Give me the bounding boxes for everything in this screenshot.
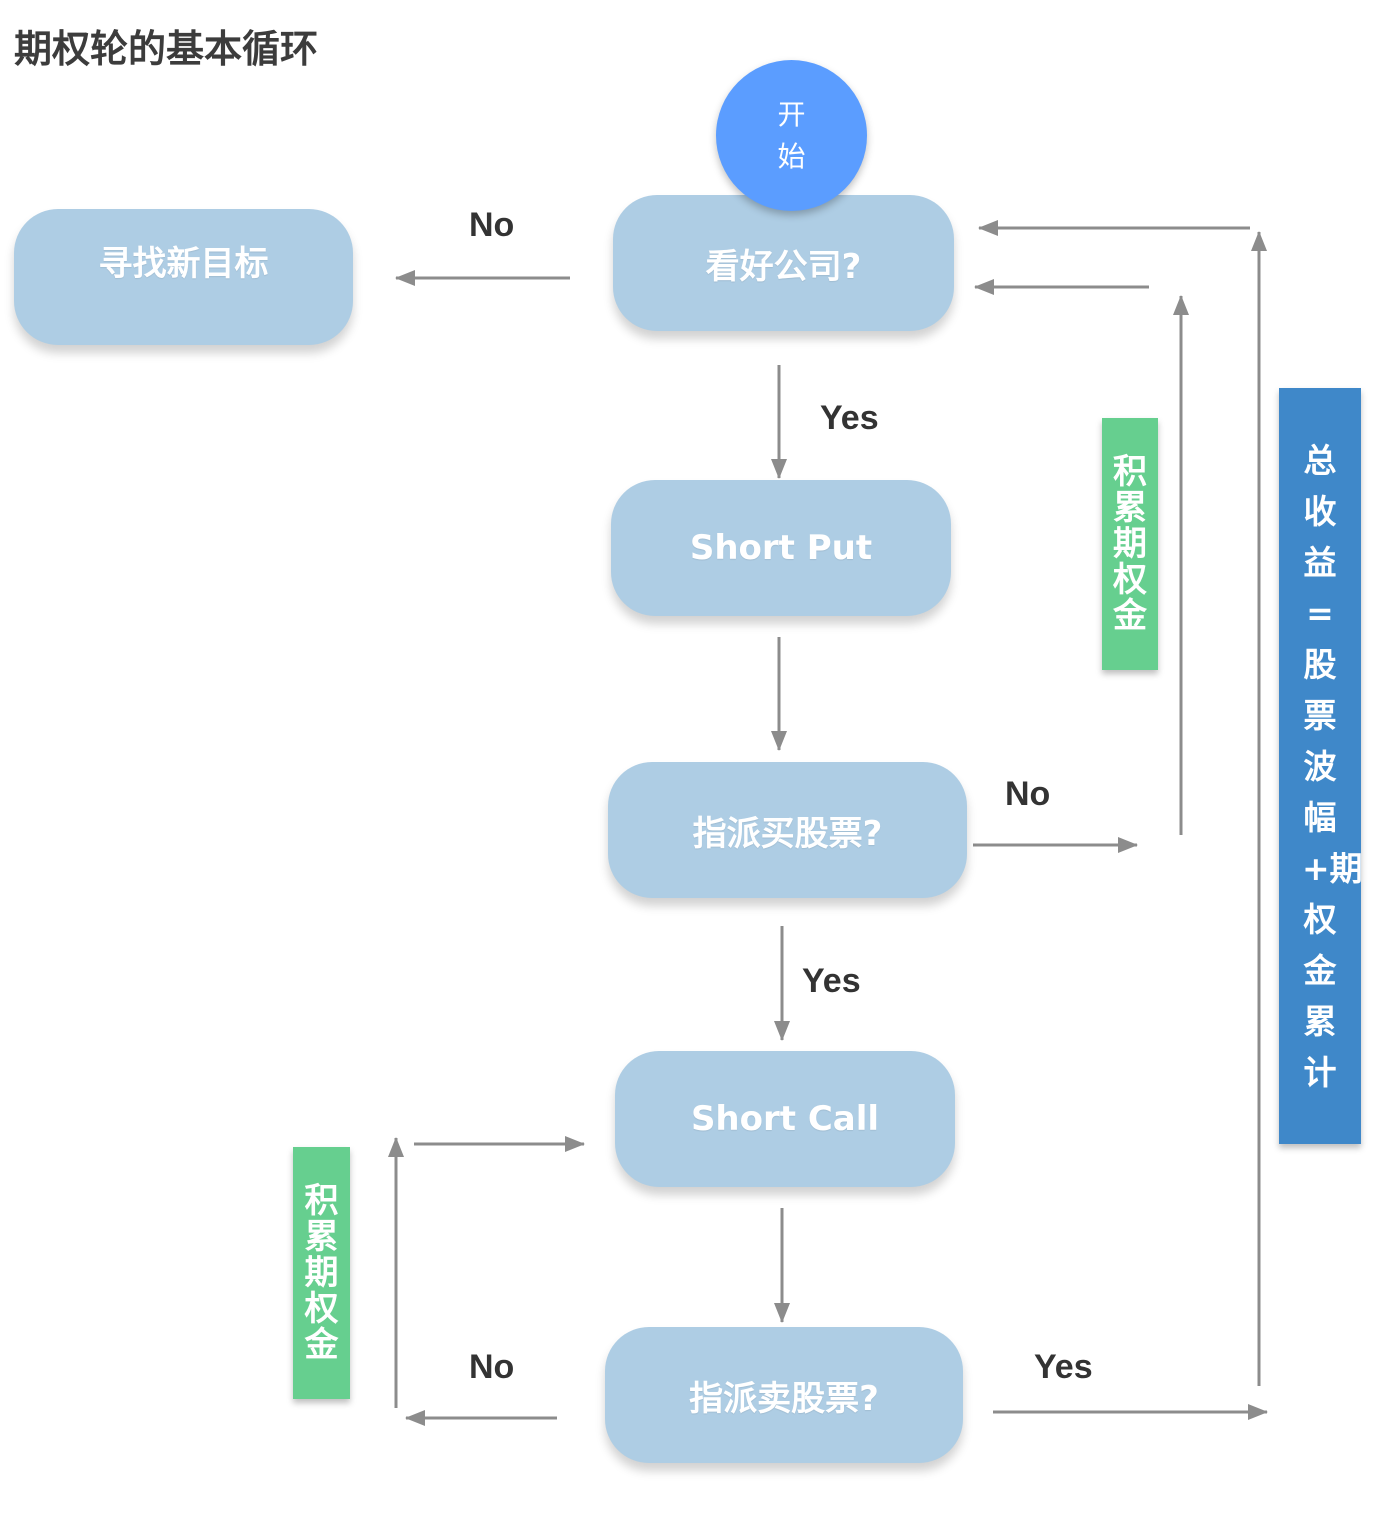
tag-total-return-label: 总收益=股票波幅+期权金累计 [1302, 440, 1363, 1092]
start-node: 开始 [716, 60, 867, 211]
label-yes-bottom: Yes [1034, 1348, 1093, 1386]
node-like-company-label: 看好公司? [705, 246, 862, 287]
node-find-new-target-label: 寻找新目标 [98, 243, 269, 284]
node-assigned-buy-label: 指派买股票? [692, 813, 883, 854]
tag-accumulate-premium-right-label: 积累期权金 [1113, 452, 1147, 636]
label-no-mid: No [1005, 775, 1051, 813]
node-find-new-target: 寻找新目标 [14, 209, 353, 345]
node-assigned-sell-label: 指派卖股票? [689, 1378, 879, 1419]
label-yes-2: Yes [802, 962, 861, 1000]
tag-total-return: 总收益=股票波幅+期权金累计 [1279, 388, 1363, 1144]
node-short-put: Short Put [611, 480, 951, 616]
node-short-call-label: Short Call [690, 1099, 880, 1139]
node-assigned-sell: 指派卖股票? [605, 1327, 963, 1463]
node-short-put-label: Short Put [689, 528, 873, 568]
label-yes-1: Yes [820, 399, 879, 437]
label-no-top: No [469, 206, 515, 244]
node-like-company: 看好公司? [613, 195, 954, 331]
start-label: 开始 [777, 97, 806, 173]
tag-accumulate-premium-left: 积累期权金 [293, 1147, 350, 1399]
tag-accumulate-premium-right: 积累期权金 [1102, 418, 1158, 670]
tag-accumulate-premium-left-label: 积累期权金 [304, 1181, 339, 1365]
label-no-bottom: No [469, 1348, 515, 1386]
diagram-title: 期权轮的基本循环 [14, 27, 319, 71]
node-assigned-buy: 指派买股票? [608, 762, 967, 898]
node-short-call: Short Call [615, 1051, 955, 1187]
